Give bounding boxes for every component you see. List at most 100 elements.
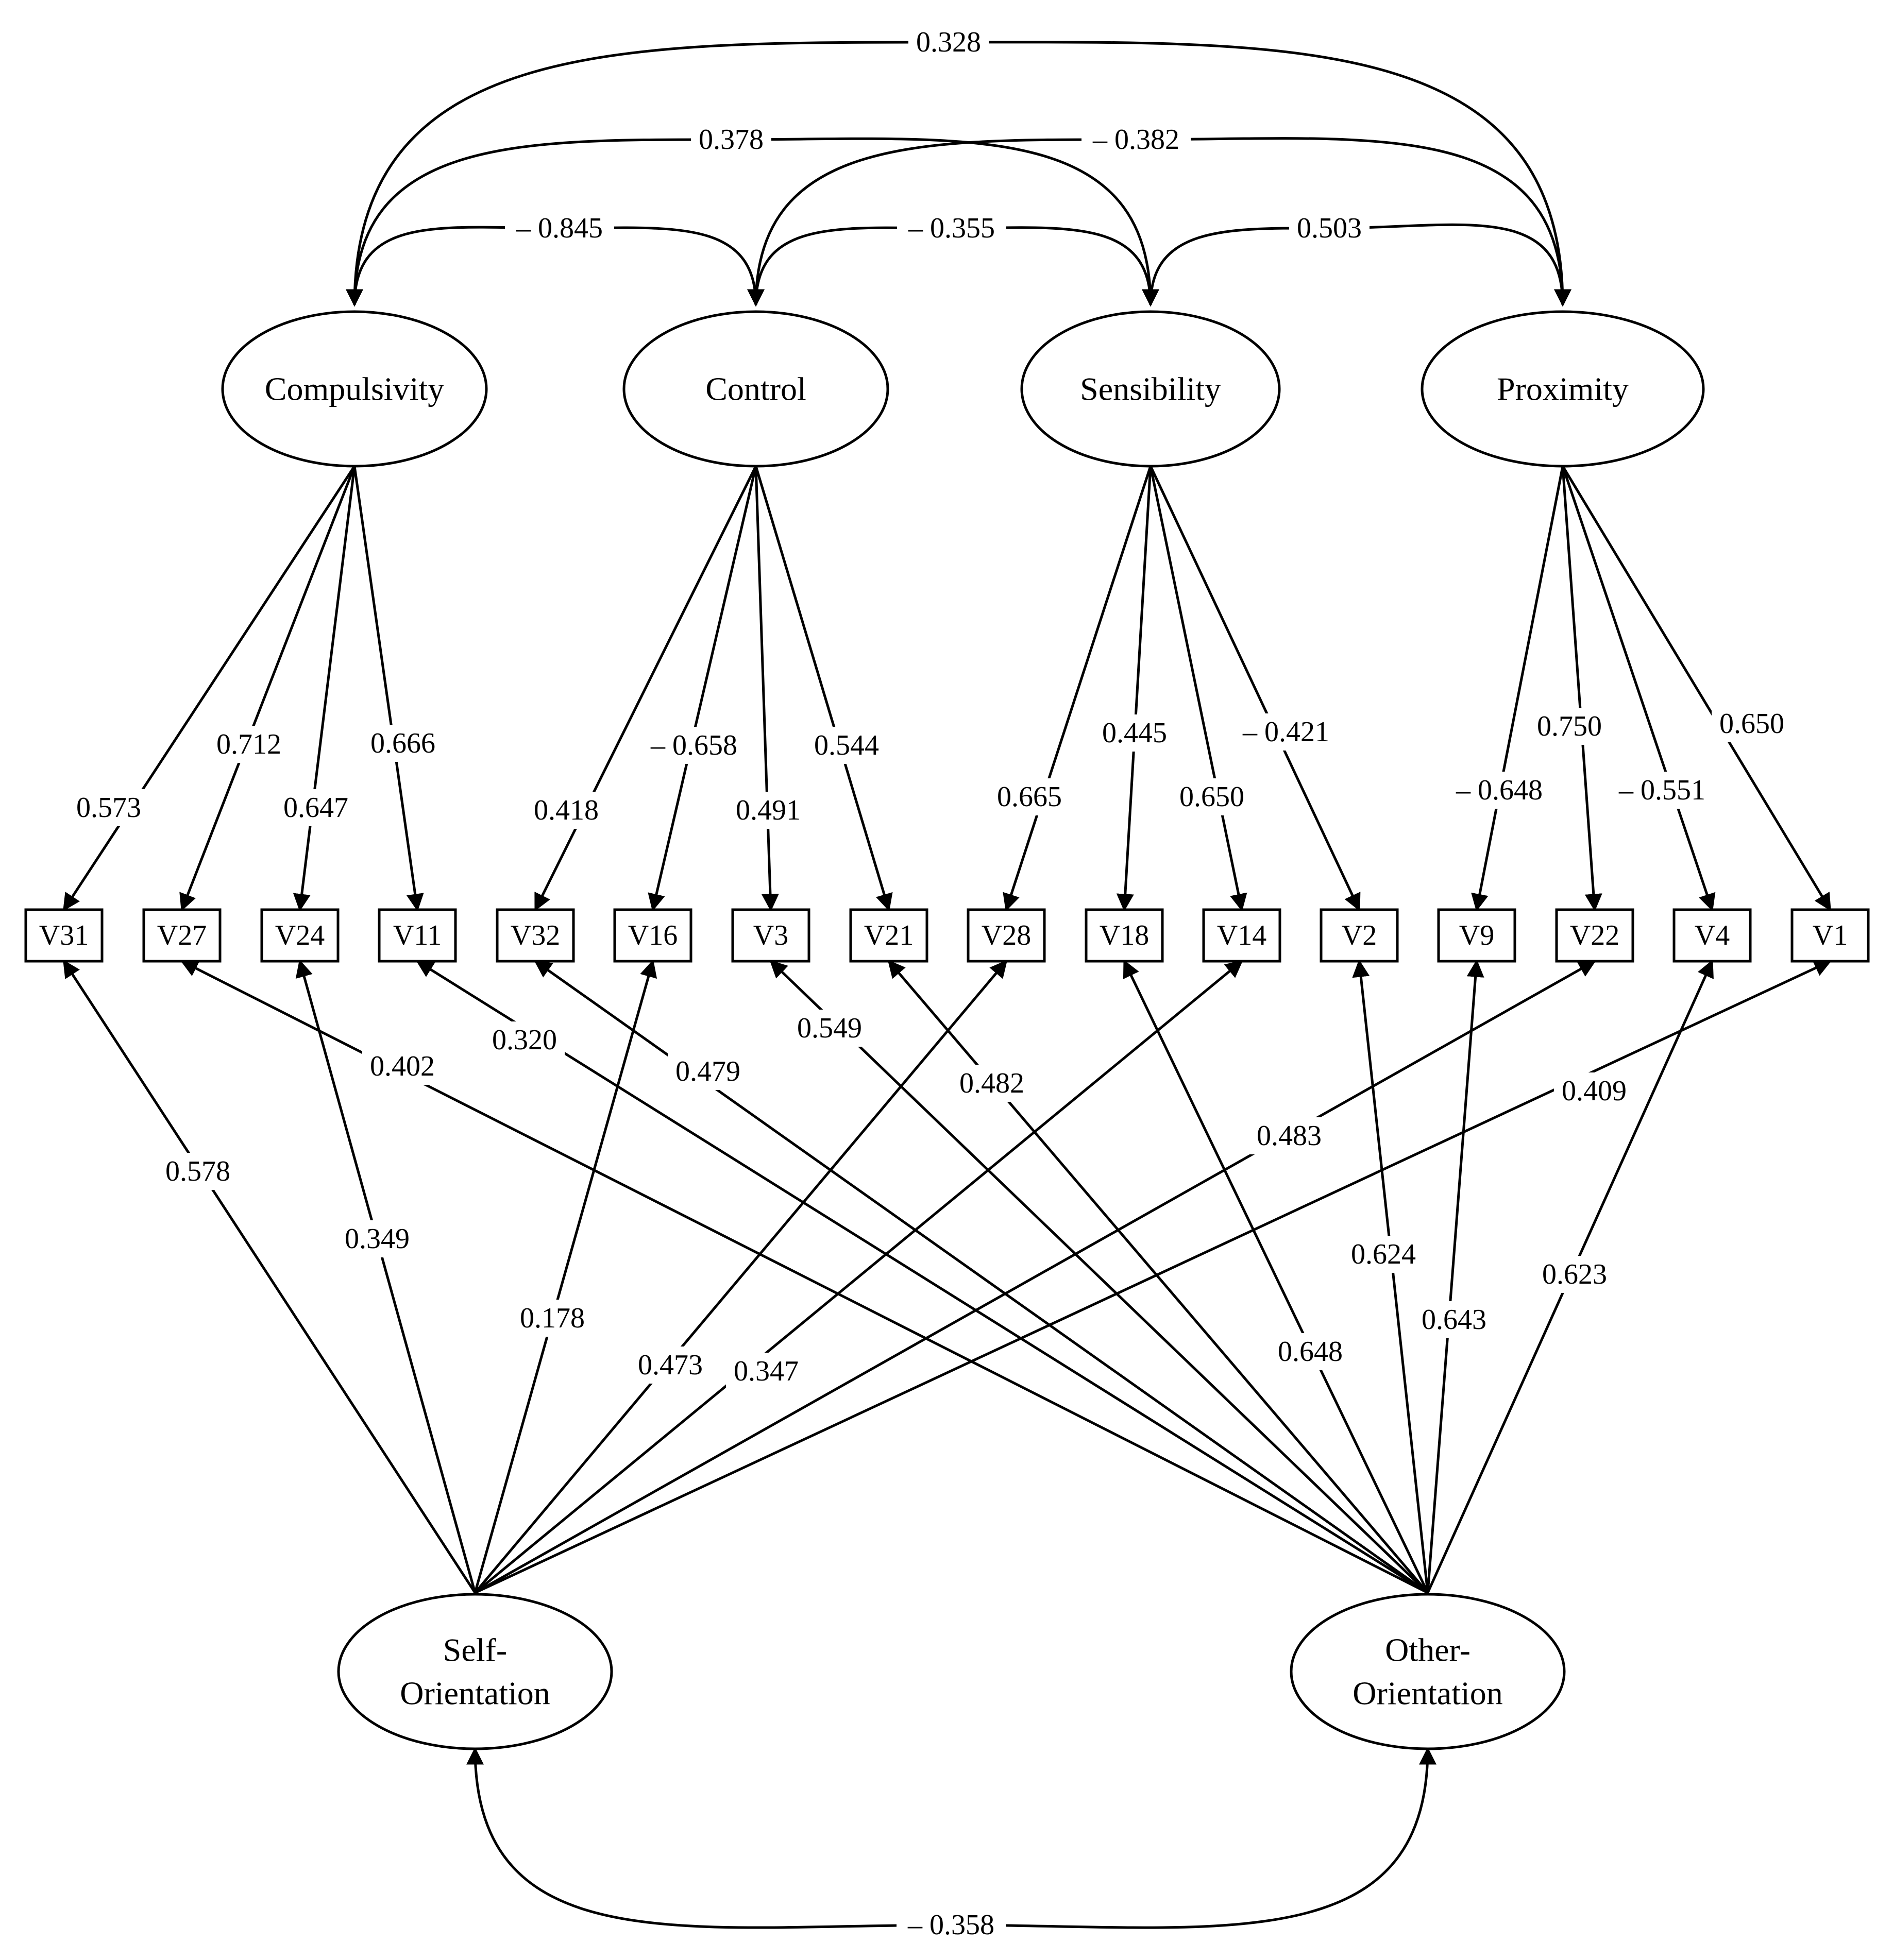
loading-label-compulsivity-V11: 0.666 xyxy=(363,725,443,762)
loading-arrow-self-V1 xyxy=(474,960,1832,1594)
loading-label-compulsivity-V31-text: 0.573 xyxy=(76,792,141,824)
correlation-label-compulsivity-control-text: – 0.845 xyxy=(516,212,603,244)
observed-V21-label: V21 xyxy=(864,919,914,951)
latent-compulsivity: Compulsivity xyxy=(221,310,488,468)
observed-V16-box xyxy=(613,908,692,963)
loading-arrow-control-V16 xyxy=(648,466,757,912)
loading-arrow-self-V28 xyxy=(474,960,1008,1594)
loading-label-sensibility-V18: 0.445 xyxy=(1094,714,1175,752)
loading-arrow-compulsivity-V24 xyxy=(293,466,356,912)
loading-arrow-self-V22 xyxy=(474,960,1596,1594)
observed-V11-label: V11 xyxy=(393,919,442,951)
loading-label-proximity-V9-text: – 0.648 xyxy=(1456,774,1543,806)
observed-V1: V1 xyxy=(1790,908,1870,963)
correlation-label-compulsivity-control: – 0.845 xyxy=(505,210,614,247)
loading-label-sensibility-V2-bg xyxy=(1231,713,1341,751)
correlation-label-sensibility-proximity-bg xyxy=(1289,210,1370,247)
loading-arrow-control-V32 xyxy=(534,465,757,912)
loading-label-other-V2-bg xyxy=(1343,1236,1424,1273)
latent-compulsivity-label: Compulsivity xyxy=(265,371,445,407)
loading-arrow-other-V9 xyxy=(1426,959,1484,1593)
observed-V4-box xyxy=(1672,908,1752,963)
loading-label-other-V11-bg xyxy=(484,1021,565,1059)
loading-label-other-V18-bg xyxy=(1270,1333,1350,1370)
loading-label-compulsivity-V11-text: 0.666 xyxy=(370,727,435,759)
loading-label-compulsivity-V24-bg xyxy=(276,789,356,826)
loading-label-control-V16-bg xyxy=(639,727,749,764)
loading-label-other-V32-text: 0.479 xyxy=(675,1055,740,1087)
loading-arrow-other-V2 xyxy=(1352,959,1429,1593)
observed-V3-label: V3 xyxy=(753,919,788,951)
loading-label-other-V32-bg xyxy=(668,1053,748,1090)
loading-label-other-V21: 0.482 xyxy=(952,1065,1032,1102)
observed-V24-label: V24 xyxy=(275,919,325,951)
correlation-label-control-proximity-text: – 0.382 xyxy=(1092,124,1179,156)
correlation-label-control-proximity: – 0.382 xyxy=(1081,121,1191,158)
loading-label-compulsivity-V24: 0.647 xyxy=(276,789,356,826)
loading-label-compulsivity-V27: 0.712 xyxy=(209,726,289,763)
observed-V2-label: V2 xyxy=(1342,919,1377,951)
observed-V31: V31 xyxy=(24,908,104,963)
loading-label-other-V3-text: 0.549 xyxy=(797,1012,862,1044)
correlation-label-compulsivity-control-bg xyxy=(505,210,614,247)
correlation-arc-compulsivity-proximity-b xyxy=(948,41,1571,307)
observed-V9: V9 xyxy=(1437,908,1516,963)
latent-other-ellipse xyxy=(1290,1593,1566,1750)
loading-arrow-compulsivity-V11 xyxy=(353,466,424,912)
observed-V28-box xyxy=(967,908,1046,963)
loading-label-compulsivity-V31-bg xyxy=(69,789,149,826)
loading-label-control-V32: 0.418 xyxy=(526,792,606,829)
loading-label-sensibility-V14-bg xyxy=(1172,778,1252,815)
observed-V11: V11 xyxy=(378,908,457,963)
loading-label-other-V27: 0.402 xyxy=(362,1048,443,1085)
loading-label-other-V27-bg xyxy=(362,1048,443,1085)
loading-label-sensibility-V2-text: – 0.421 xyxy=(1242,716,1329,748)
latent-self: Self-Orientation xyxy=(337,1593,613,1750)
loading-arrow-sensibility-V2 xyxy=(1149,465,1361,912)
observed-V32: V32 xyxy=(496,908,575,963)
observed-V18-label: V18 xyxy=(1100,919,1149,951)
loading-arrow-other-V21 xyxy=(887,960,1429,1594)
observed-V9-box xyxy=(1437,908,1516,963)
observed-V21: V21 xyxy=(849,908,928,963)
correlation-label-compulsivity-sensibility-bg xyxy=(691,121,771,158)
correlation-arc-control-proximity-b xyxy=(1136,137,1571,307)
loading-label-compulsivity-V11-bg xyxy=(363,725,443,762)
correlation-label-compulsivity-proximity-bg xyxy=(908,24,989,61)
observed-V21-box xyxy=(849,908,928,963)
loading-label-self-V16: 0.178 xyxy=(512,1300,593,1337)
loading-label-other-V11-text: 0.320 xyxy=(492,1024,557,1056)
observed-V28-label: V28 xyxy=(982,919,1031,951)
loading-label-self-V24: 0.349 xyxy=(337,1220,417,1257)
latent-sensibility: Sensibility xyxy=(1020,310,1281,468)
loading-arrow-control-V21 xyxy=(754,466,893,912)
loading-label-other-V11: 0.320 xyxy=(484,1021,565,1059)
loading-label-proximity-V22-text: 0.750 xyxy=(1537,710,1602,742)
loading-label-proximity-V9-bg xyxy=(1445,772,1554,809)
correlation-label-sensibility-proximity-text: 0.503 xyxy=(1297,212,1362,244)
correlation-label-compulsivity-proximity: 0.328 xyxy=(908,24,989,61)
latent-sensibility-ellipse xyxy=(1020,310,1281,468)
loading-arrow-self-V24 xyxy=(295,959,477,1593)
loading-label-self-V14: 0.347 xyxy=(726,1353,806,1390)
loading-label-self-V28: 0.473 xyxy=(630,1347,711,1384)
observed-V1-box xyxy=(1790,908,1870,963)
loading-label-other-V9: 0.643 xyxy=(1414,1301,1494,1338)
observed-V9-label: V9 xyxy=(1459,919,1494,951)
latent-other: Other-Orientation xyxy=(1290,1593,1566,1750)
correlation-label-control-sensibility-bg xyxy=(897,210,1006,247)
loading-label-control-V3: 0.491 xyxy=(728,792,808,829)
observed-V3: V3 xyxy=(731,908,810,963)
correlation-arc-compulsivity-proximity-a xyxy=(346,41,949,307)
loading-label-self-V1: 0.409 xyxy=(1554,1072,1634,1110)
observed-V4-label: V4 xyxy=(1695,919,1730,951)
correlation-label-self-other-bg xyxy=(897,1906,1006,1944)
observed-V18-box xyxy=(1085,908,1164,963)
loading-label-control-V3-text: 0.491 xyxy=(736,794,801,826)
observed-V18: V18 xyxy=(1085,908,1164,963)
loading-label-proximity-V1-bg xyxy=(1712,705,1792,742)
loading-label-self-V1-bg xyxy=(1554,1072,1634,1110)
loading-label-proximity-V4-text: – 0.551 xyxy=(1618,774,1705,806)
loading-label-other-V4-bg xyxy=(1534,1256,1615,1293)
